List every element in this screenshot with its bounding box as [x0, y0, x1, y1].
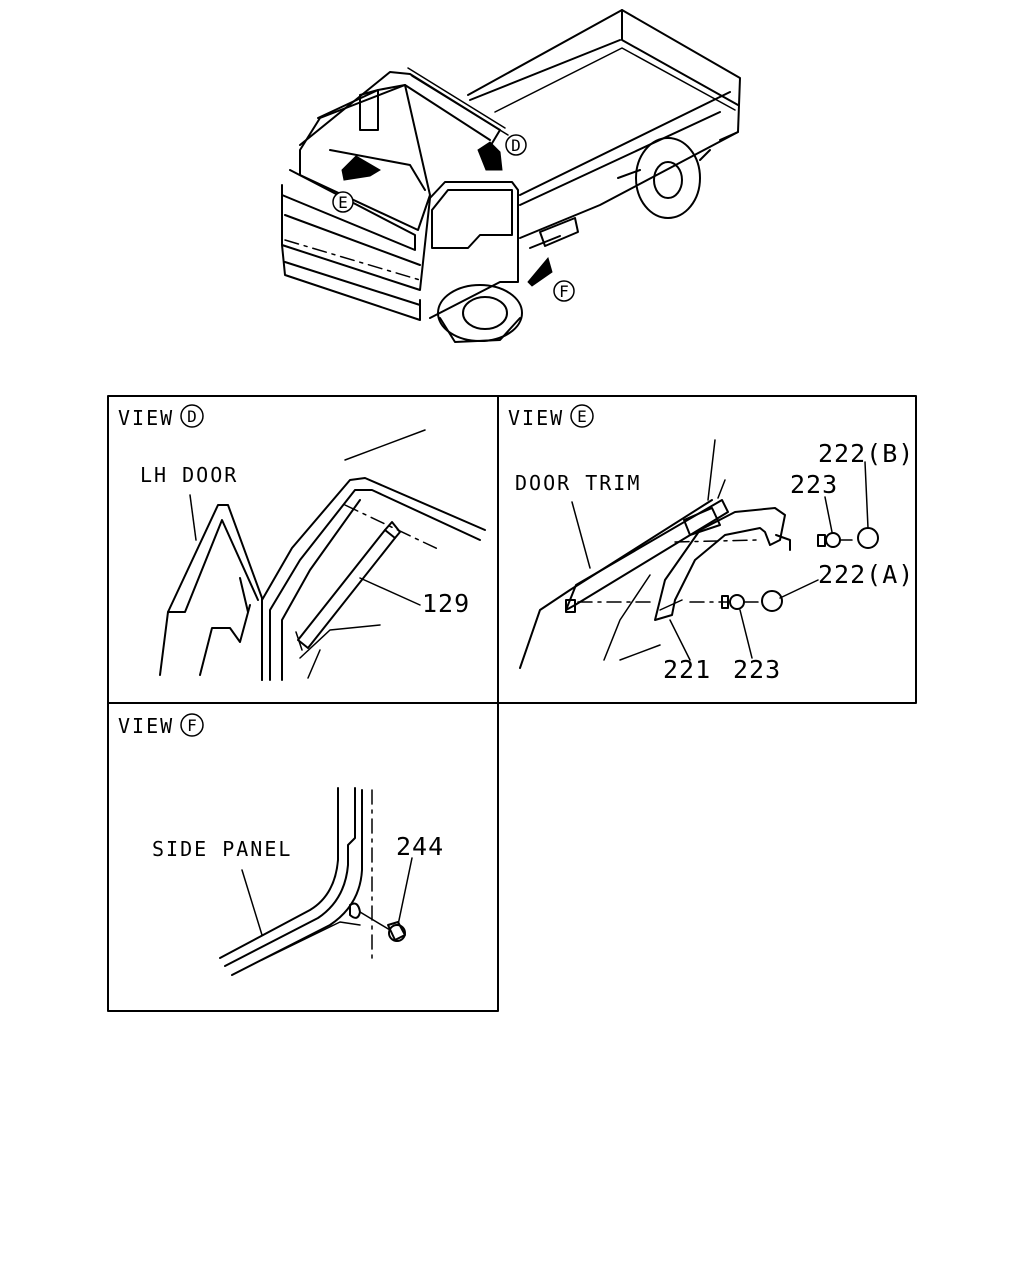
svg-text:E: E — [338, 193, 348, 212]
callout-e: E — [332, 191, 354, 213]
view-e-letter: E — [577, 407, 587, 426]
view-f-title: VIEW — [118, 714, 174, 738]
view-e: VIEW E DOOR TRIM — [508, 404, 914, 684]
svg-text:F: F — [559, 282, 569, 301]
part-223-lower: 223 — [733, 655, 781, 684]
view-f-letter: F — [187, 716, 197, 735]
callout-f: F — [553, 280, 575, 302]
side-panel-label: SIDE PANEL — [152, 837, 292, 861]
part-222b: 222(B) — [818, 439, 914, 468]
view-d-letter: D — [187, 407, 197, 426]
view-d: VIEW D LH DOOR 129 — [118, 404, 486, 681]
part-223-upper: 223 — [790, 470, 838, 499]
part-244: 244 — [396, 832, 444, 861]
view-d-frame — [107, 395, 499, 704]
view-e-title: VIEW — [508, 406, 564, 430]
door-trim-label: DOOR TRIM — [515, 471, 641, 495]
svg-text:D: D — [511, 136, 521, 155]
callout-d: D — [505, 134, 527, 156]
view-f-frame — [107, 702, 499, 1012]
part-221: 221 — [663, 655, 711, 684]
part-222a: 222(A) — [818, 560, 914, 589]
view-d-title: VIEW — [118, 406, 174, 430]
lh-door-label: LH DOOR — [140, 463, 238, 487]
truck-overview — [281, 9, 741, 343]
view-e-frame — [497, 395, 917, 704]
view-f: VIEW F SIDE PANEL 244 — [118, 713, 444, 976]
part-129: 129 — [422, 589, 470, 618]
